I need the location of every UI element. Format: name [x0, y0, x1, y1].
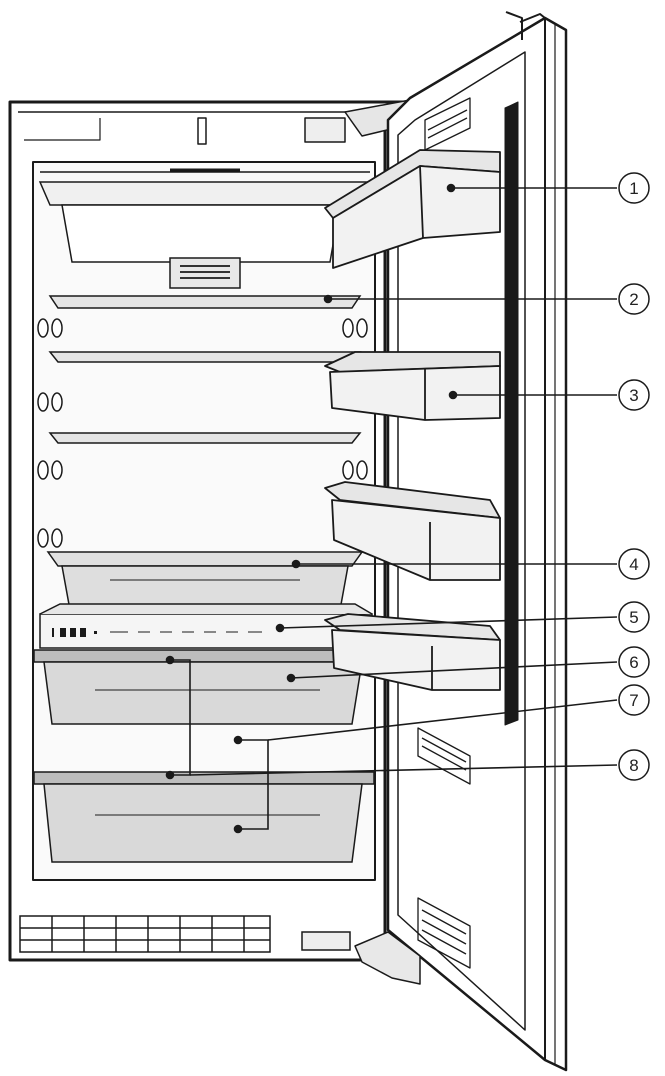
callout-3: 3 — [618, 379, 650, 411]
shelf-2 — [48, 351, 362, 363]
glass-shelves — [48, 295, 362, 444]
callout-7-label: 7 — [629, 691, 638, 710]
callout-1: 1 — [618, 172, 650, 204]
callout-2-label: 2 — [629, 290, 638, 309]
bottom-vent-grille — [19, 915, 351, 953]
callout-5: 5 — [618, 601, 650, 633]
vent-grille-icon — [180, 265, 230, 279]
callout-markers: 1 2 3 4 5 6 7 8 — [618, 172, 650, 781]
callout-3-label: 3 — [629, 386, 638, 405]
callout-4: 4 — [618, 548, 650, 580]
shelf-support-holes-right — [342, 318, 368, 480]
door-bin-4 — [324, 613, 501, 691]
shelf-top — [48, 295, 362, 309]
callout-4-label: 4 — [629, 555, 638, 574]
callout-8: 8 — [618, 749, 650, 781]
shelf-support-holes-left — [37, 318, 63, 548]
callout-6-label: 6 — [629, 653, 638, 672]
display-digits-icon — [52, 628, 97, 637]
door-vent-icon — [417, 97, 471, 969]
lower-drawer — [33, 771, 375, 863]
door-bins — [324, 149, 501, 691]
callout-8-label: 8 — [629, 756, 638, 775]
callout-1-label: 1 — [629, 179, 638, 198]
callout-5-label: 5 — [629, 608, 638, 627]
door-bin-1 — [324, 149, 501, 269]
crisper-cover-shelf — [46, 551, 364, 611]
door-bin-3 — [324, 481, 501, 581]
callout-2: 2 — [618, 283, 650, 315]
upper-drawer — [33, 649, 375, 725]
top-light-housing — [38, 168, 372, 289]
control-panel — [39, 603, 373, 649]
callout-leaders — [165, 183, 618, 834]
callout-6: 6 — [618, 646, 650, 678]
shelf-3 — [48, 432, 362, 444]
callout-7: 7 — [618, 684, 650, 716]
door-bin-2 — [324, 351, 501, 421]
